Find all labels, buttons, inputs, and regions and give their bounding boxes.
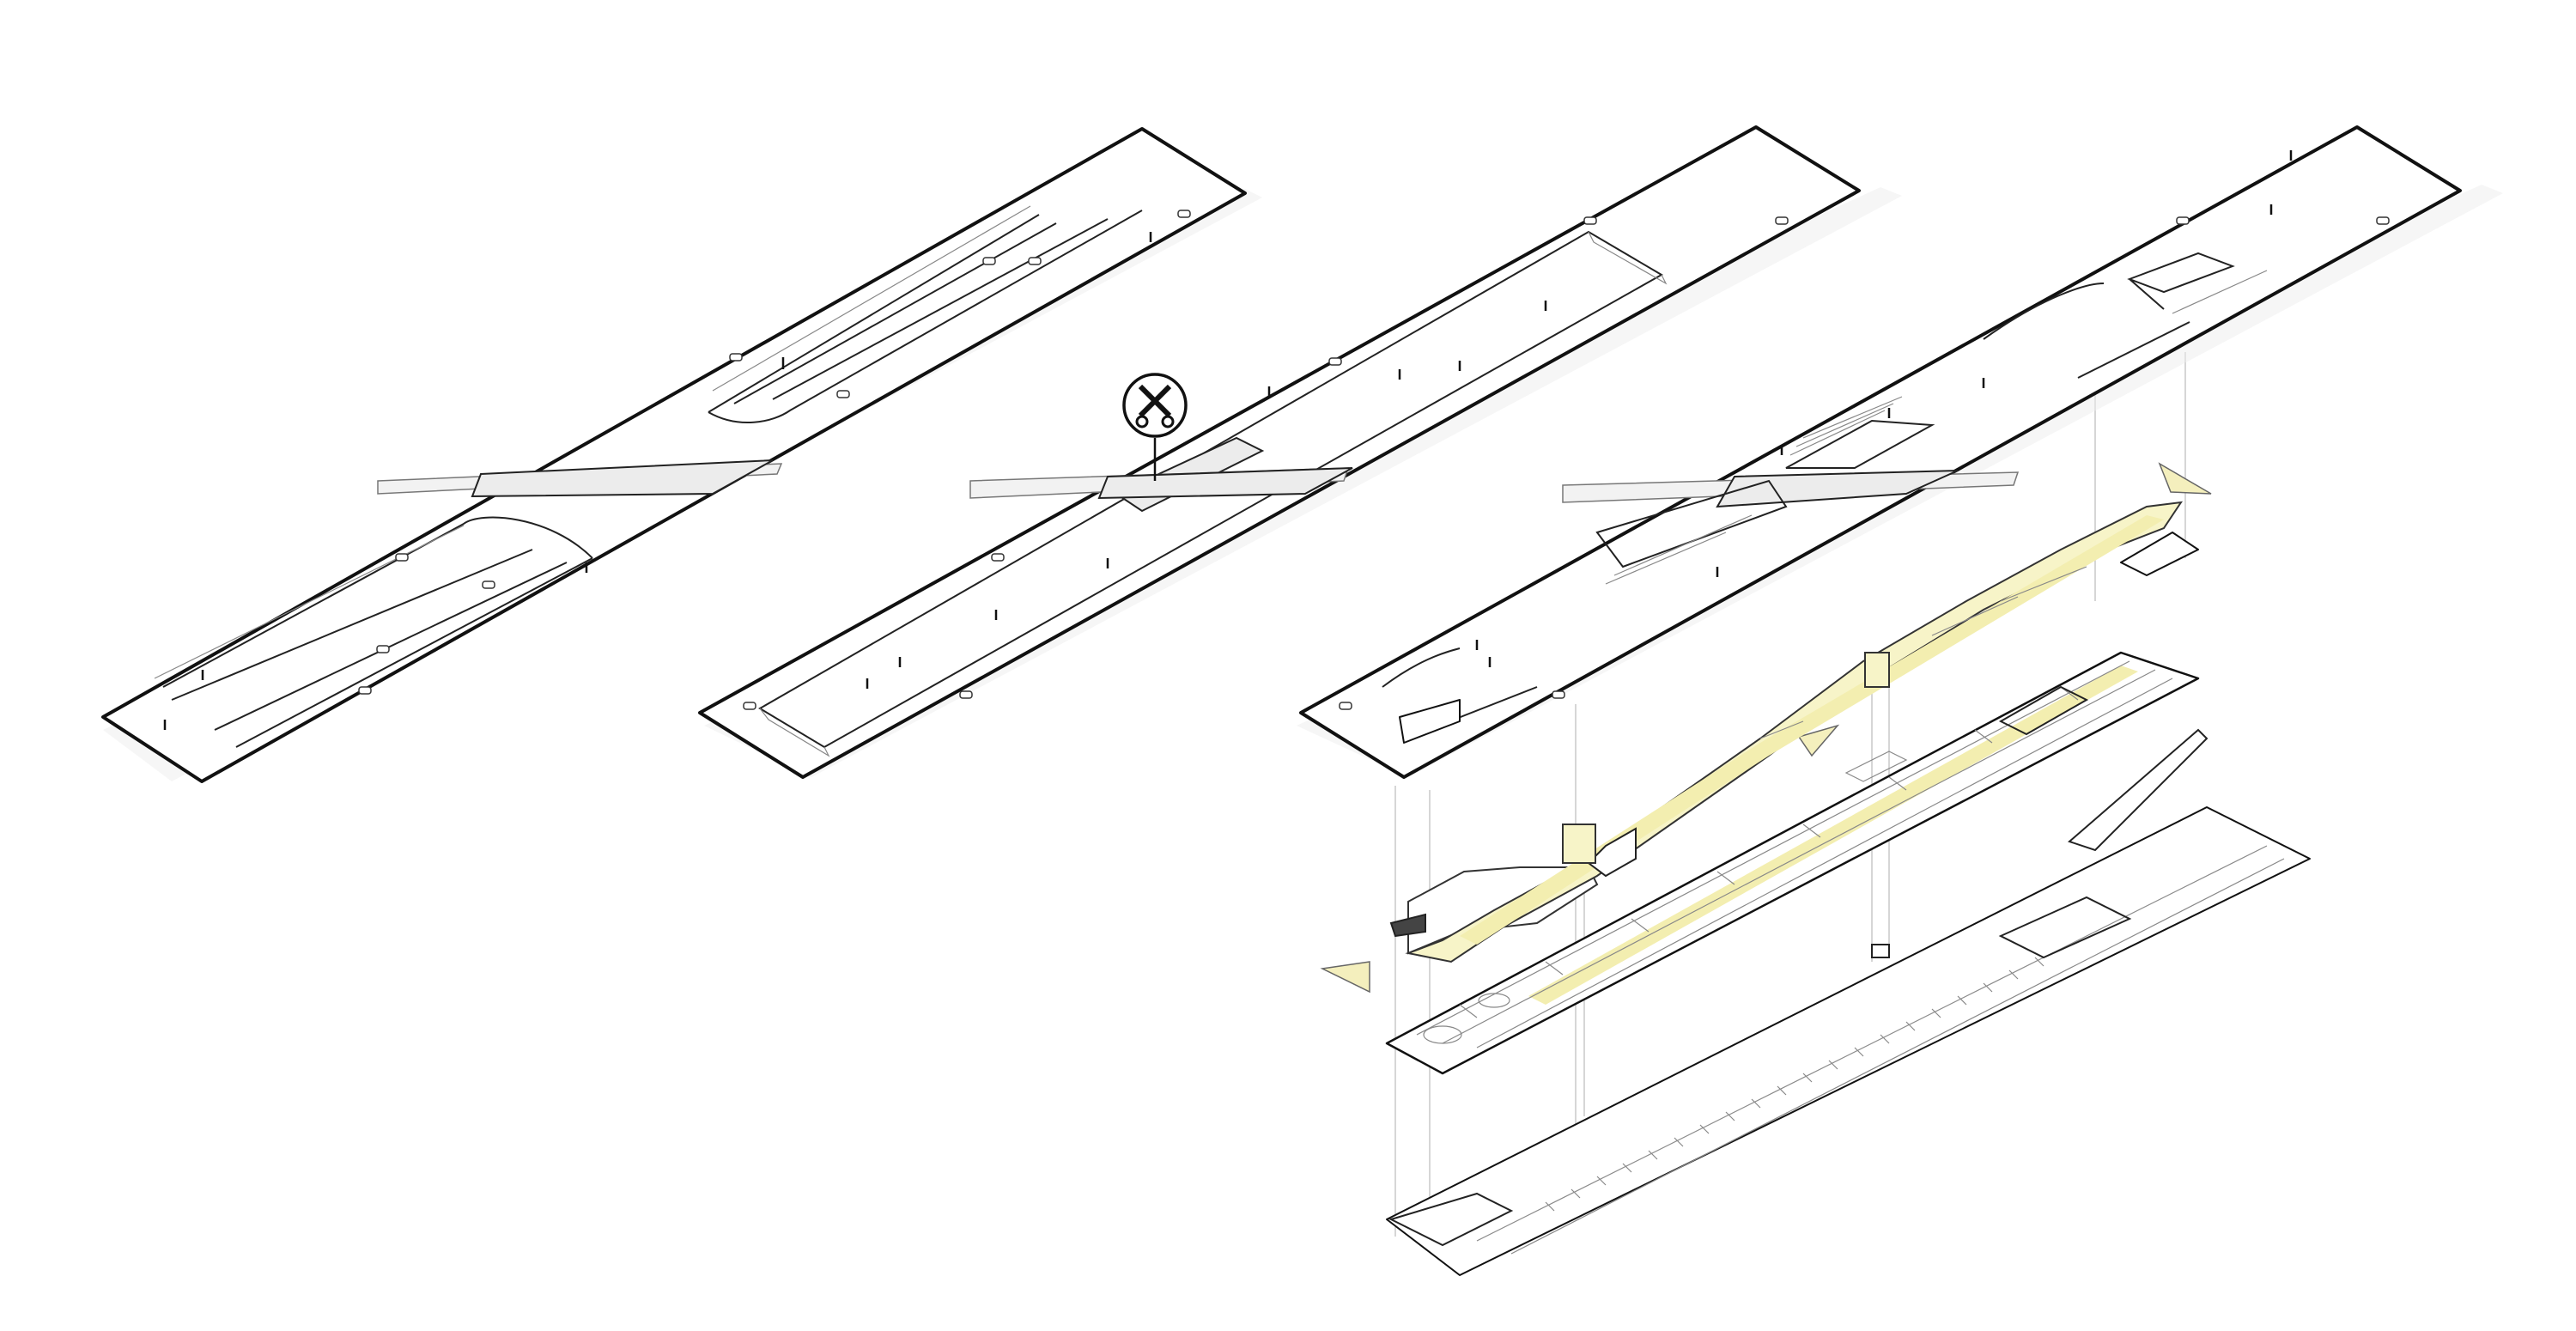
parking-stall-lines [1545, 957, 2044, 1212]
channel-upper-1 [708, 210, 1143, 423]
ground-slab-1 [101, 127, 1247, 783]
section-marker-icon-2 [1797, 724, 1840, 757]
basement-parking-layer [1386, 728, 2311, 1276]
program-floor-layer [1385, 651, 2200, 1075]
tree-post-icon-group-3 [1475, 150, 2293, 667]
elevated-walkway-layer [1389, 501, 2199, 963]
car-icon-group-2 [743, 216, 1789, 710]
car-icon-group-1 [358, 210, 1191, 695]
panel-existing-site [101, 127, 1262, 783]
tree-post-icon-group-2 [866, 301, 1547, 689]
channel-lower-1 [162, 516, 593, 748]
car-icon-group-3 [1339, 216, 2390, 710]
basement-slab [1386, 806, 2311, 1276]
railroad-crossing-icon [1122, 373, 1188, 481]
section-marker-icon-3 [1320, 961, 1370, 994]
panel-excavation [698, 125, 1902, 779]
panel-proposal [1297, 125, 2503, 1276]
section-marker-icon-1 [2158, 462, 2212, 495]
tree-post-icon-group-1 [163, 232, 1152, 730]
ground-slab-2 [698, 125, 1861, 779]
